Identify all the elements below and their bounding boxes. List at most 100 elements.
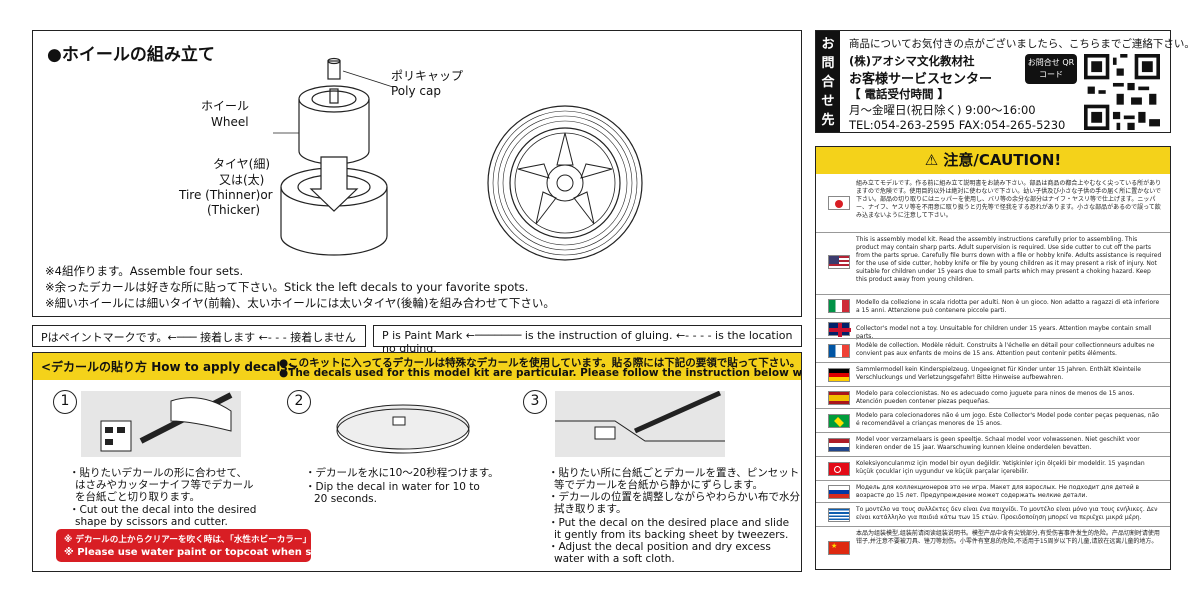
- water-dish-illustration: [336, 404, 470, 454]
- step-1-line: を台紙ごと切り取ります。: [75, 491, 200, 503]
- step-3-line: ・Put the decal on the desired place and …: [548, 517, 790, 529]
- cutting-decal-illustration: [81, 391, 241, 457]
- brazil-flag-icon: [828, 414, 850, 428]
- step-3-line: ・Adjust the decal position and dry exces…: [548, 541, 771, 553]
- caution-row-nl: Model voor verzamelaars is geen speeltje…: [816, 432, 1170, 456]
- clear-coat-warning: ※ デカールの上からクリアーを吹く時は、「水性ホビーカラー」または「トップコート…: [56, 529, 534, 562]
- wheel-label-jp: ホイール: [201, 99, 250, 113]
- caution-text: Sammlermodell kein Kinderspielzeug. Unge…: [856, 366, 1141, 381]
- tire-label-jp-1: タイヤ(細): [213, 157, 271, 171]
- caution-row-gr: Το μοντέλο να τους συλλέκτες δεν είναι έ…: [816, 502, 1170, 526]
- france-flag-icon: [828, 344, 850, 358]
- step-3-line: ・貼りたい所に台紙ごとデカールを置き、ピンセット: [548, 467, 800, 479]
- decal-note-jp: ●このキットに入ってるデカールは特殊なデカールを使用しています。貼る際には下記の…: [279, 357, 801, 369]
- caution-row-tr: Koleksiyoncularımız için model bir oyun …: [816, 456, 1170, 480]
- step-2-line: ・デカールを水に10〜20秒程つけます。: [305, 467, 499, 479]
- tire-label-en-2: (Thicker): [207, 203, 261, 217]
- caution-text: Modèle de collection. Modèle réduit. Con…: [856, 342, 1155, 357]
- step-3-line: 等でデカールを台紙から静かにずらします。: [554, 479, 764, 491]
- step-3-line: ・デカールの位置を調整しながらやわらかい布で水分を: [548, 491, 802, 503]
- decal-title: <デカールの貼り方 How to apply decals>: [41, 360, 298, 374]
- qr-label-text: お問合せ QRコード: [1027, 58, 1075, 79]
- uk-flag-icon: [828, 322, 851, 337]
- caution-row-it: Modello da collezione in scala ridotta p…: [816, 294, 1170, 318]
- phone-fax: TEL:054-263-2595 FAX:054-265-5230: [849, 118, 1066, 132]
- caution-text: Modelo para coleccionistas. No es adecua…: [856, 390, 1135, 405]
- caution-row-br: Modelo para colecionadores não é um jogo…: [816, 408, 1170, 432]
- qr-code-icon[interactable]: [1084, 54, 1160, 130]
- step-3-number: 3: [523, 390, 547, 414]
- japan-flag-icon: [828, 196, 850, 210]
- step-3-line: 拭き取ります。: [554, 503, 627, 515]
- paint-mark-legend-en: P is Paint Mark ←─────── is the instruct…: [373, 325, 802, 355]
- caution-text: Modello da collezione in scala ridotta p…: [856, 299, 1160, 314]
- note-line: ※細いホイールには細いタイヤ(前輪)、太いホイールには太いタイヤ(後輪)を組み合…: [45, 296, 555, 310]
- caution-title: ⚠ 注意/CAUTION!: [816, 147, 1170, 174]
- turkey-flag-icon: [828, 462, 850, 476]
- greece-flag-icon: [828, 508, 850, 522]
- caution-text: 組み立てモデルです。作る前に組み立て説明書をお読み下さい。部品は商品の都合上やむ…: [856, 180, 1162, 219]
- caution-row-de: Sammlermodell kein Kinderspielzeug. Unge…: [816, 362, 1170, 386]
- caution-row-jp: 組み立てモデルです。作る前に組み立て説明書をお読み下さい。部品は商品の都合上やむ…: [816, 178, 1170, 232]
- section-title: ●ホイールの組み立て: [47, 45, 215, 65]
- wheel-label-en: Wheel: [211, 115, 249, 129]
- russia-flag-icon: [828, 485, 850, 499]
- poly-cap-label-en: Poly cap: [391, 84, 441, 98]
- service-center-name: お客様サービスセンター: [849, 72, 993, 87]
- business-hours: 月〜金曜日(祝日除く) 9:00〜16:00: [849, 103, 1036, 117]
- caution-text: 本品为组装模型,组装前请阅读组装说明书。模型产品中含有尖锐部分,有受伤害事件发生…: [856, 530, 1160, 545]
- caution-text: Το μοντέλο να τους συλλέκτες δεν είναι έ…: [856, 506, 1158, 521]
- caution-row-uk: Collector's model not a toy. Unsuitable …: [816, 318, 1170, 340]
- contact-side-label: お問合せ先: [816, 31, 840, 132]
- italy-flag-icon: [828, 299, 850, 313]
- wheel-assembly-section: ●ホイールの組み立て ポリキャップ Poly cap: [32, 30, 802, 317]
- caution-text: Koleksiyoncularımız için model bir oyun …: [856, 460, 1145, 475]
- warning-text-jp: ※ デカールの上からクリアーを吹く時は、「水性ホビーカラー」または「トップコート…: [64, 535, 534, 545]
- step-1-line: shape by scissors and cutter.: [75, 516, 228, 528]
- contact-intro: 商品についてお気付きの点がございましたら、こちらまでご連絡下さい。: [849, 38, 1195, 50]
- qr-code-label: お問合せ QRコード: [1025, 54, 1077, 84]
- caution-text: Модель для коллекционеров это не игра. М…: [856, 484, 1140, 499]
- tire-label-jp-2: 又は(太): [219, 173, 265, 187]
- warning-text-en: ※ Please use water paint or topcoat when…: [64, 547, 426, 558]
- caution-text: This is assembly model kit. Read the ass…: [856, 236, 1162, 283]
- caution-text: Modelo para colecionadores não é um jogo…: [856, 412, 1159, 427]
- caution-row-us: This is assembly model kit. Read the ass…: [816, 232, 1170, 292]
- caution-text: Model voor verzamelaars is geen speeltje…: [856, 436, 1140, 451]
- decal-note-en: ●The decals used for this model kit are …: [279, 367, 802, 379]
- usa-flag-icon: [828, 255, 850, 269]
- slide-decal-illustration: [555, 391, 725, 457]
- paint-mark-text-jp: Pはペイントマークです。←─── 接着します ←- - - 接着しません: [41, 331, 356, 344]
- note-line: ※余ったデカールは好きな所に貼って下さい。Stick the left deca…: [45, 280, 529, 294]
- step-1-line: ・貼りたいデカールの形に合わせて、: [69, 467, 247, 479]
- poly-cap-label-jp: ポリキャップ: [391, 69, 464, 83]
- tire-label-en-1: Tire (Thinner)or: [179, 188, 273, 202]
- step-3-line: water with a soft cloth.: [554, 553, 675, 565]
- china-flag-icon: ★: [828, 541, 850, 555]
- spain-flag-icon: [828, 391, 850, 405]
- company-name: (株)アオシマ文化教材社: [849, 54, 975, 68]
- step-2-line: ・Dip the decal in water for 10 to: [305, 481, 480, 493]
- caution-text: Collector's model not a toy. Unsuitable …: [856, 325, 1152, 340]
- step-2-number: 2: [287, 390, 311, 414]
- germany-flag-icon: [828, 368, 850, 382]
- step-2-line: 20 seconds.: [314, 493, 377, 505]
- step-1-line: ・Cut out the decal into the desired: [69, 504, 257, 516]
- netherlands-flag-icon: [828, 438, 850, 452]
- note-line: ※4組作ります。Assemble four sets.: [45, 264, 244, 278]
- wheel-exploded-diagram: [273, 57, 394, 256]
- caution-row-cn: ★ 本品为组装模型,组装前请阅读组装说明书。模型产品中含有尖锐部分,有受伤害事件…: [816, 526, 1170, 569]
- caution-box: ⚠ 注意/CAUTION! 組み立てモデルです。作る前に組み立て説明書をお読み下…: [815, 146, 1171, 570]
- hours-label: 【 電話受付時間 】: [849, 87, 950, 101]
- paint-mark-legend-jp: Pはペイントマークです。←─── 接着します ←- - - 接着しません: [32, 325, 366, 347]
- step-3-line: it gently from its backing sheet by twee…: [554, 529, 789, 541]
- decal-header-band: [33, 353, 801, 380]
- caution-row-ru: Модель для коллекционеров это не игра. М…: [816, 480, 1170, 502]
- decal-instructions-section: <デカールの貼り方 How to apply decals> ●このキットに入っ…: [32, 352, 802, 572]
- customer-contact-box: お問合せ先 商品についてお気付きの点がございましたら、こちらまでご連絡下さい。 …: [815, 30, 1195, 133]
- step-1-line: はさみやカッターナイフ等でデカール: [75, 479, 254, 491]
- caution-row-fr: Modèle de collection. Modèle réduit. Con…: [816, 338, 1170, 362]
- wheel-front-view: [487, 105, 643, 261]
- caution-row-es: Modelo para coleccionistas. No es adecua…: [816, 386, 1170, 408]
- paint-mark-text-en: P is Paint Mark ←─────── is the instruct…: [382, 329, 793, 355]
